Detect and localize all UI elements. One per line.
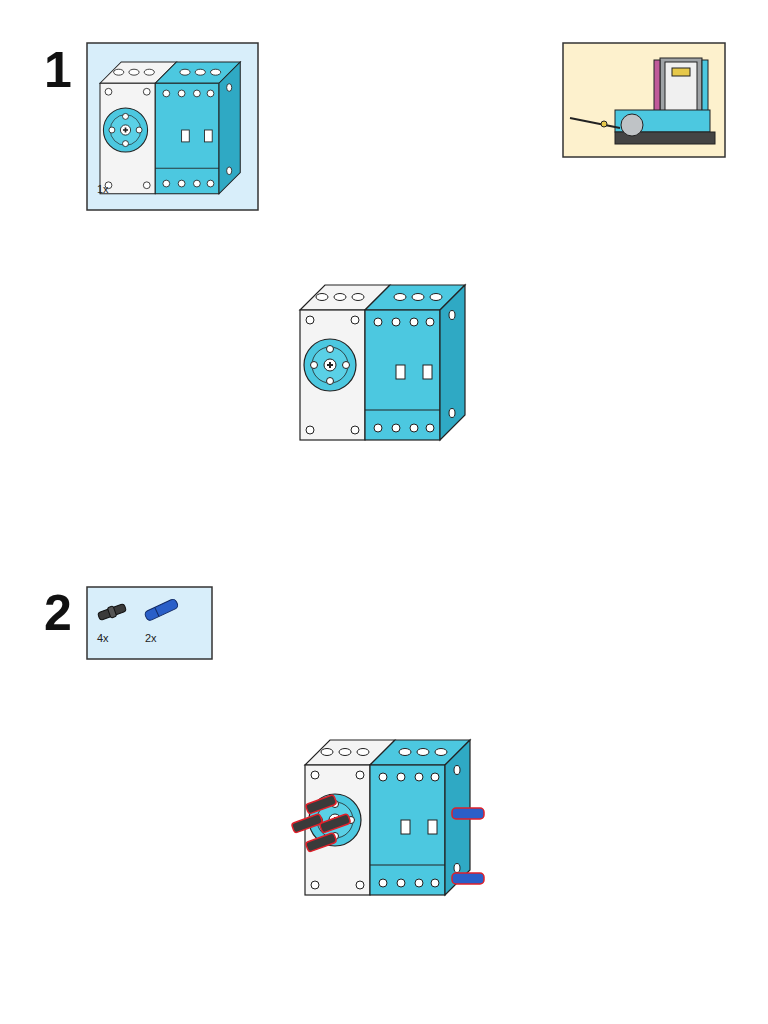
part-count: 1x [97, 183, 109, 195]
parts-box [87, 587, 212, 659]
axle-pin [144, 598, 179, 621]
parts-callout: 4x 2x [87, 587, 212, 659]
new-parts [291, 795, 484, 884]
parts-callout: 1x [87, 43, 258, 210]
motor [305, 740, 470, 895]
overview-thumbnail [563, 43, 725, 157]
connector-pin [97, 602, 127, 622]
parts-box [87, 43, 258, 210]
motor [100, 62, 240, 194]
step-number: 1 [44, 45, 72, 95]
part-count: 4x [97, 632, 109, 644]
step-number: 2 [44, 588, 72, 638]
part-count: 2x [145, 632, 157, 644]
motor [300, 285, 465, 440]
